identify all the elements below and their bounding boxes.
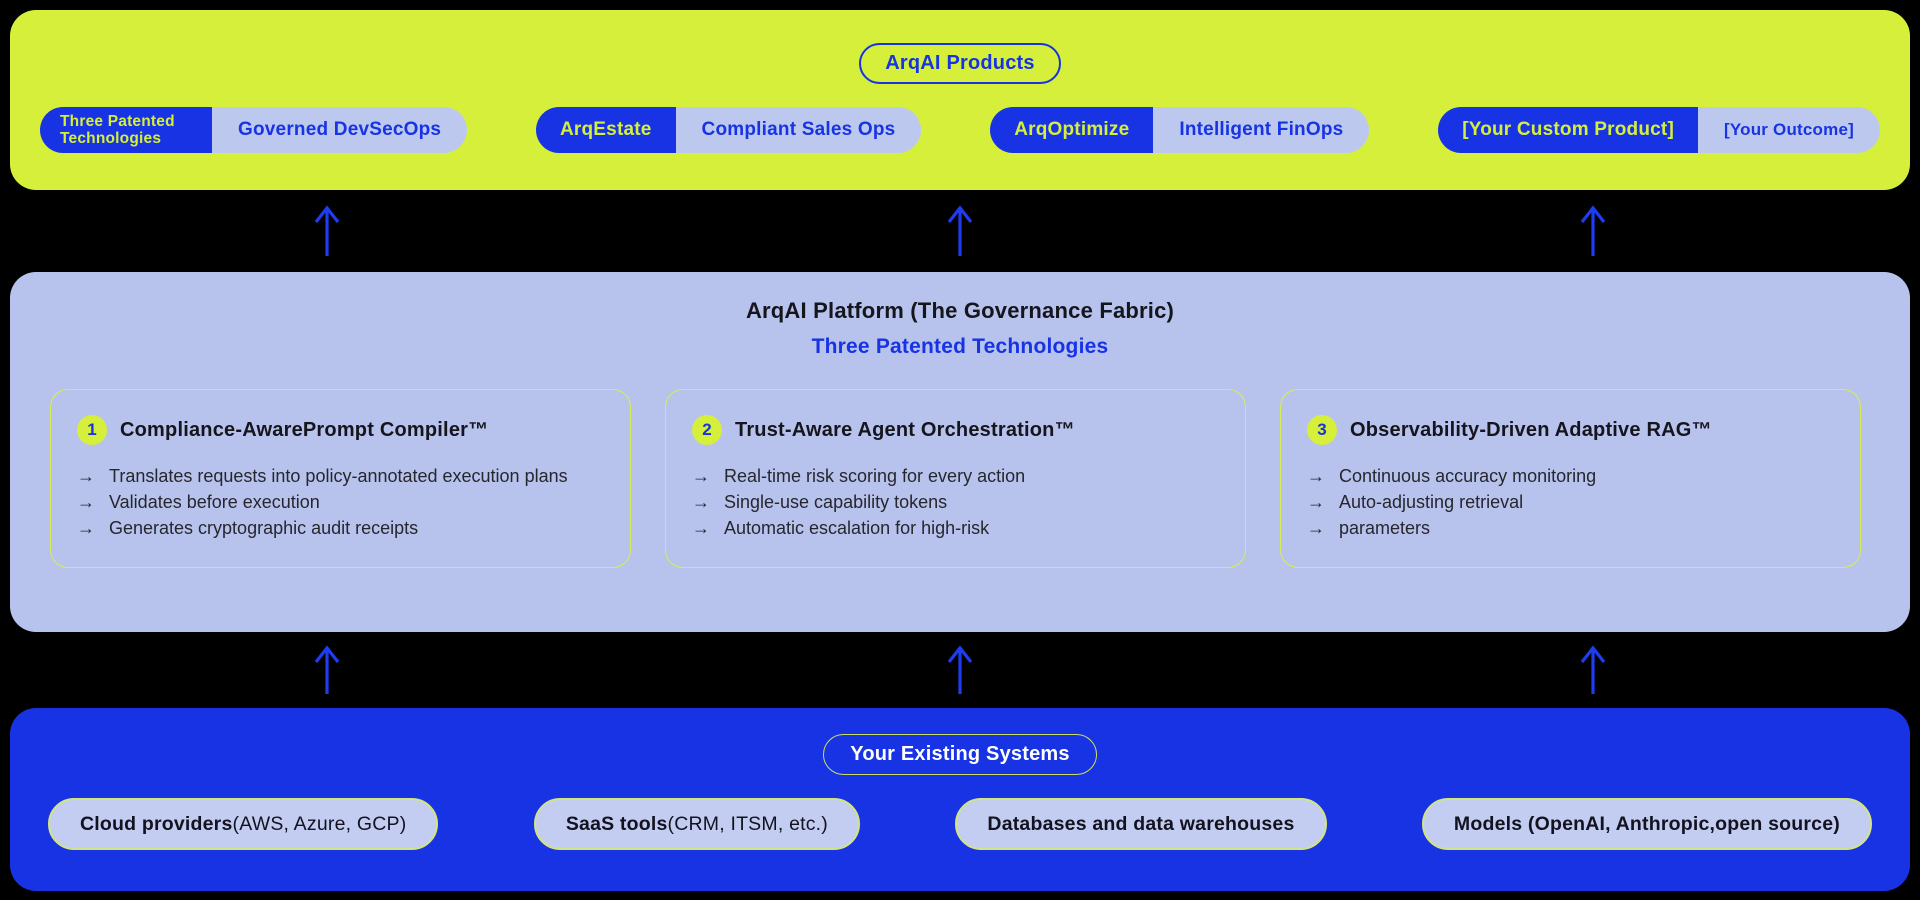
technology-cards-row: 1 Compliance-AwarePrompt Compiler™ → Tra… [10, 389, 1910, 568]
card-bullet-text: Auto-adjusting retrieval [1339, 491, 1524, 512]
product-pill-arqoptimize: ArqOptimize Intelligent FinOps [990, 107, 1370, 153]
platform-title: ArqAI Platform (The Governance Fabric) [745, 298, 1175, 323]
system-pill-saas-tools: SaaS tools (CRM, ITSM, etc.) [533, 798, 860, 850]
up-arrow-icon [314, 205, 339, 256]
platform-subtitle: Three Patented Technologies [811, 335, 1109, 358]
card-title: Compliance-AwarePrompt Compiler™ [120, 418, 489, 441]
product-pill-outcome: Governed DevSecOps [212, 107, 468, 153]
product-pill-name: ArqOptimize [990, 107, 1154, 153]
card-bullet-text: Translates requests into policy-annotate… [109, 466, 568, 486]
card-bullet: → Single-use capability tokens [692, 490, 1219, 516]
card-bullet-text: Generates cryptographic audit receipts [109, 517, 419, 538]
card-bullet-text: Continuous accuracy monitoring [1339, 466, 1597, 486]
arrow-bullet-icon: → [77, 517, 95, 538]
up-arrow-icon [1581, 205, 1606, 256]
up-arrow-icon [1581, 645, 1606, 694]
arrow-bullet-icon: → [692, 491, 710, 512]
product-pill-name: [Your Custom Product] [1438, 107, 1698, 153]
card-bullet-text: Validates before execution [109, 491, 320, 512]
card-number-badge: 2 [692, 415, 722, 445]
card-bullet-text: Automatic escalation for high-risk [724, 517, 990, 538]
product-pill-devsecops: Three Patented Technologies Governed Dev… [40, 107, 468, 153]
card-bullet: → Translates requests into policy-annota… [77, 464, 604, 490]
system-pill-models: Models (OpenAI, Anthropic,open source) [1421, 798, 1872, 850]
card-title: Observability-Driven Adaptive RAG™ [1350, 418, 1712, 441]
card-number-badge: 3 [1307, 415, 1337, 445]
card-bullet: → Automatic escalation for high-risk [692, 516, 1219, 542]
card-bullet-text: Real-time risk scoring for every action [724, 466, 1026, 486]
product-pill-arqestate: ArqEstate Compliant Sales Ops [535, 107, 922, 153]
technology-card-agent-orchestration: 2 Trust-Aware Agent Orchestration™ → Rea… [665, 389, 1246, 568]
systems-band: Your Existing Systems Cloud providers (A… [10, 708, 1910, 891]
systems-band-badge: Your Existing Systems [823, 734, 1097, 775]
products-band: ArqAI Products Three Patented Technologi… [10, 10, 1910, 190]
arrow-bullet-icon: → [692, 466, 710, 486]
technology-card-prompt-compiler: 1 Compliance-AwarePrompt Compiler™ → Tra… [50, 389, 631, 568]
up-arrow-icon [947, 645, 973, 694]
card-bullet: → Auto-adjusting retrieval [1307, 490, 1834, 516]
up-arrow-icon [947, 205, 973, 256]
technology-card-adaptive-rag: 3 Observability-Driven Adaptive RAG™ → C… [1280, 389, 1861, 568]
card-bullet: → Real-time risk scoring for every actio… [692, 464, 1219, 490]
arrow-bullet-icon: → [77, 491, 95, 512]
card-bullet: → Validates before execution [77, 490, 604, 516]
card-number-badge: 1 [77, 415, 107, 445]
system-pill-databases: Databases and data warehouses [955, 798, 1327, 850]
product-pill-outcome: Compliant Sales Ops [675, 107, 922, 153]
card-bullet: → parameters [1307, 516, 1834, 542]
products-band-badge: ArqAI Products [859, 43, 1061, 84]
system-pill-cloud-providers: Cloud providers (AWS, Azure, GCP) [48, 798, 439, 850]
card-bullet-text: Single-use capability tokens [724, 491, 948, 512]
arrows-systems-to-platform [10, 632, 1910, 708]
arrows-platform-to-products [10, 190, 1910, 272]
card-bullet: → Continuous accuracy monitoring [1307, 464, 1834, 490]
up-arrow-icon [314, 645, 339, 694]
arrow-bullet-icon: → [692, 517, 710, 538]
arrow-bullet-icon: → [77, 466, 95, 486]
product-pill-name: Three Patented Technologies [40, 107, 212, 153]
product-pill-outcome: [Your Outcome] [1697, 107, 1880, 153]
arrow-bullet-icon: → [1307, 491, 1325, 512]
card-title: Trust-Aware Agent Orchestration™ [735, 418, 1075, 441]
systems-pills-row: Cloud providers (AWS, Azure, GCP) SaaS t… [10, 798, 1910, 850]
product-pill-outcome: Intelligent FinOps [1153, 107, 1370, 153]
arrow-bullet-icon: → [1307, 517, 1325, 538]
product-pill-custom: [Your Custom Product] [Your Outcome] [1438, 107, 1880, 153]
arrow-bullet-icon: → [1307, 466, 1325, 486]
platform-band: ArqAI Platform (The Governance Fabric) T… [10, 272, 1910, 632]
products-pills-row: Three Patented Technologies Governed Dev… [10, 107, 1910, 153]
product-pill-name: ArqEstate [535, 107, 676, 153]
card-bullet-text: parameters [1339, 517, 1431, 538]
card-bullet: → Generates cryptographic audit receipts [77, 516, 604, 542]
